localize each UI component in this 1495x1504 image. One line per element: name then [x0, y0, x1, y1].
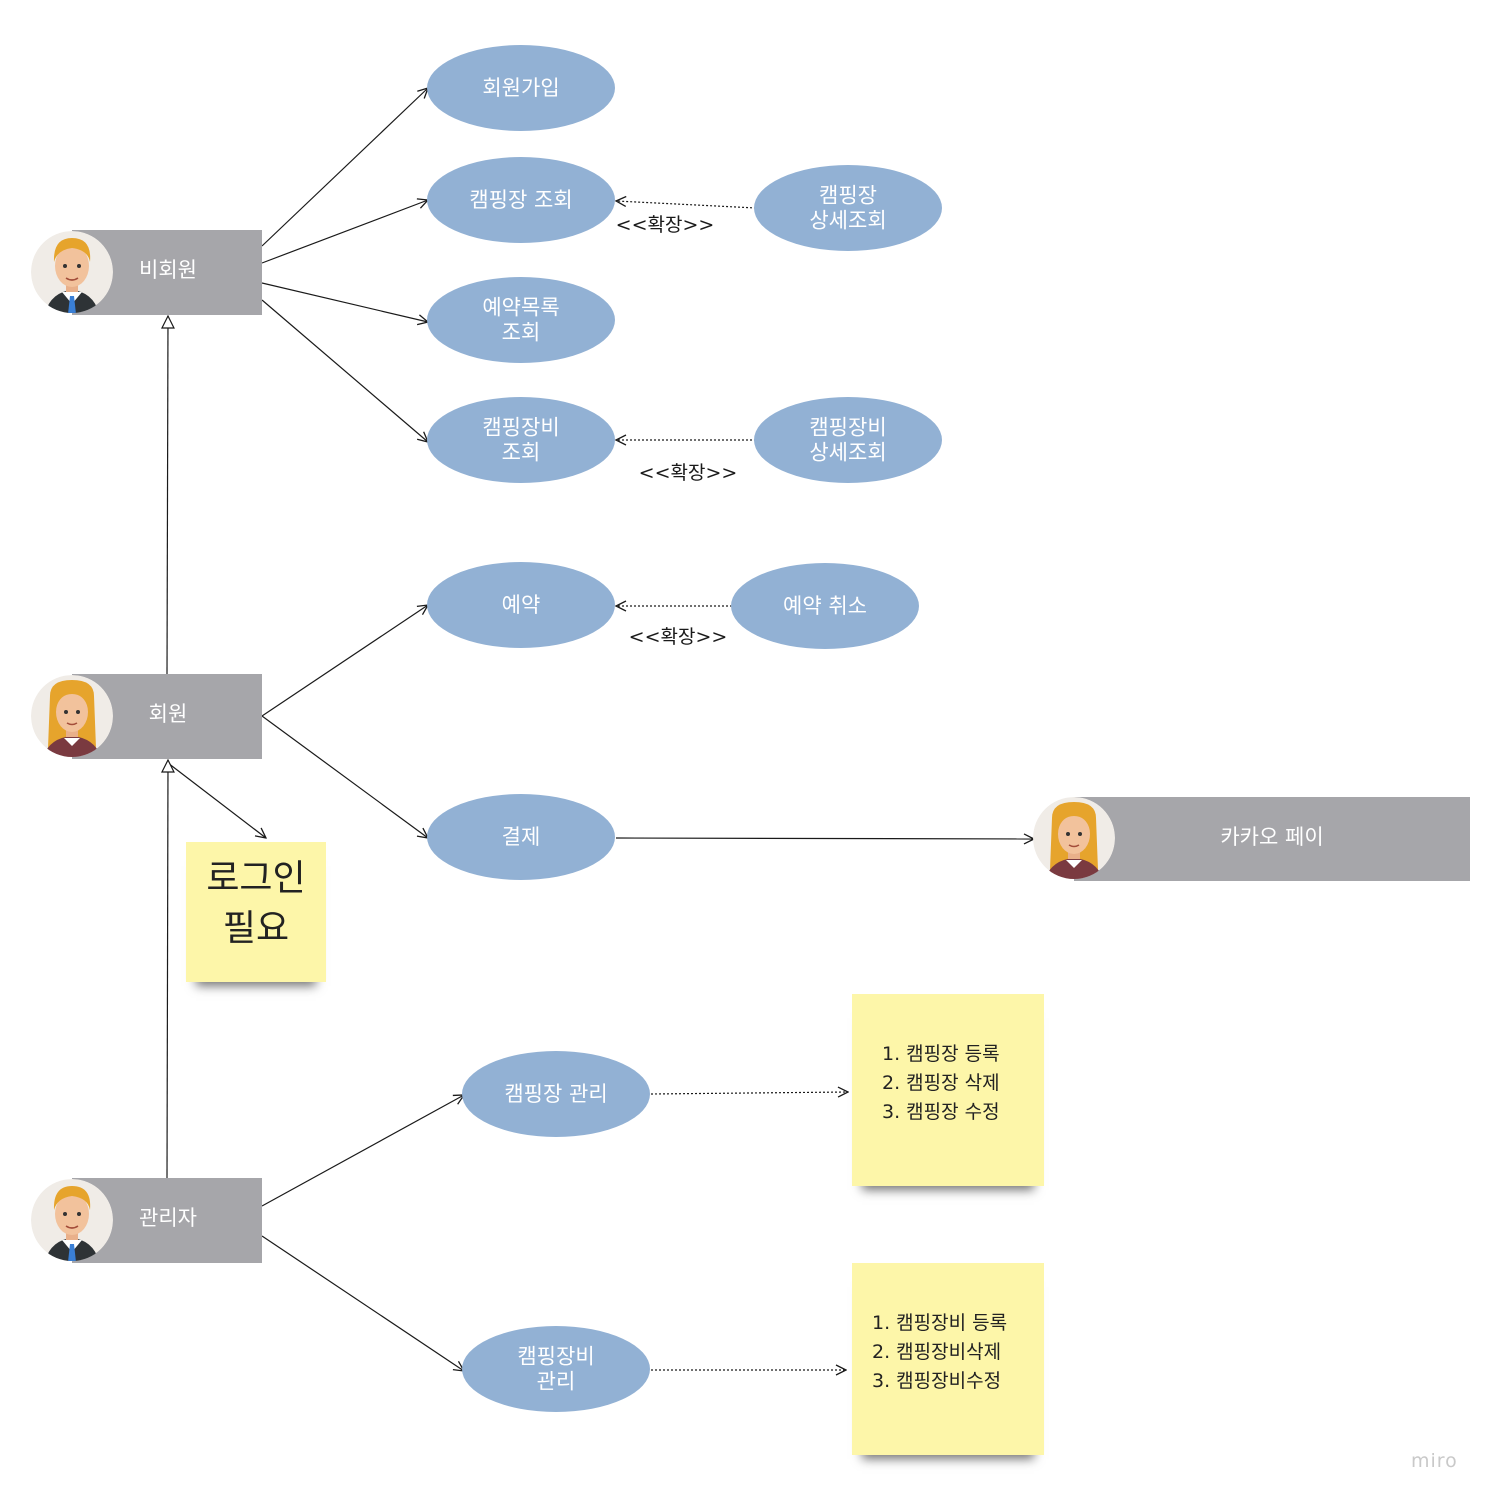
assoc-nonmember-camp-view: [261, 200, 428, 264]
use-case-label-line: 조회: [502, 441, 541, 465]
assoc-admin-equip-manage: [261, 1235, 464, 1371]
actor-admin[interactable]: 관리자: [31, 1178, 262, 1266]
note-line: 1. 캠핑장 등록: [882, 1043, 1000, 1065]
dependency-camp-manage-note: [650, 1092, 848, 1094]
use-case-label-line: 상세조회: [809, 209, 886, 233]
association-lines: [167, 88, 1034, 1371]
note-line: 3. 캠핑장 수정: [882, 1101, 1000, 1123]
use-case-label-line: 예약: [502, 593, 541, 617]
use-case-label-line: 캠핑장 조회: [469, 188, 572, 212]
use-case-reserve[interactable]: 예약: [427, 562, 615, 648]
note-line: 2. 캠핑장비삭제: [872, 1341, 1002, 1363]
note-equip-manage-items: 1. 캠핑장비 등록 2. 캠핑장비삭제 3. 캠핑장비수정: [852, 1263, 1044, 1455]
use-case-label-line: 관리: [537, 1370, 576, 1394]
use-case-label-line: 캠핑장: [819, 184, 877, 208]
actor-label: 회원: [149, 702, 188, 726]
generalization-lines: [167, 316, 168, 1180]
extend-label: <<확장>>: [629, 626, 728, 648]
use-case-label-line: 회원가입: [482, 76, 559, 100]
use-case-label: 결제: [502, 825, 541, 849]
use-case-label-line: 조회: [502, 321, 541, 345]
actor-kakao-pay[interactable]: 카카오 페이: [1033, 797, 1470, 882]
assoc-member-login-note: [167, 762, 266, 838]
use-case-signup[interactable]: 회원가입: [427, 45, 615, 131]
note-line: 2. 캠핑장 삭제: [882, 1072, 1000, 1094]
use-case-label-line: 예약목록: [482, 296, 559, 320]
use-case-camp-view[interactable]: 캠핑장 조회: [427, 157, 615, 243]
female-avatar-icon: [31, 675, 113, 757]
note-line: 1. 캠핑장비 등록: [872, 1312, 1008, 1334]
use-case-camp-manage[interactable]: 캠핑장 관리: [462, 1051, 650, 1137]
generalization-member-nonmember: [167, 316, 168, 677]
extend-camp-detail: [616, 201, 757, 209]
use-case-reserve-cancel[interactable]: 예약 취소: [731, 563, 919, 649]
actor-label: 비회원: [139, 258, 197, 282]
assoc-nonmember-signup: [261, 88, 428, 247]
actor-label: 관리자: [139, 1206, 197, 1230]
use-case-label: 회원가입: [482, 76, 559, 100]
use-case-label: 예약: [502, 593, 541, 617]
assoc-member-reserve: [261, 605, 428, 717]
use-case-label-line: 상세조회: [809, 441, 886, 465]
actor-label: 카카오 페이: [1220, 825, 1323, 849]
use-case-label-line: 결제: [502, 825, 541, 849]
miro-watermark: miro: [1411, 1450, 1458, 1472]
use-case-label-line: 캠핑장 관리: [504, 1082, 607, 1106]
actor-non-member[interactable]: 비회원: [31, 230, 262, 318]
male-avatar-icon: [31, 231, 113, 313]
male-avatar-icon: [31, 1179, 113, 1261]
extend-label: <<확장>>: [616, 214, 715, 236]
use-case-label: 캠핑장 관리: [504, 1082, 607, 1106]
assoc-payment-kakaopay: [615, 838, 1034, 839]
use-case-label-line: 캠핑장비: [482, 416, 559, 440]
note-line: 필요: [222, 908, 290, 949]
assoc-member-payment: [261, 715, 428, 838]
use-case-label-line: 캠핑장비: [517, 1345, 594, 1369]
use-case-label: 예약 취소: [783, 594, 867, 618]
note-camp-manage-items: 1. 캠핑장 등록 2. 캠핑장 삭제 3. 캠핑장 수정: [852, 994, 1044, 1186]
extend-lines: [616, 201, 848, 1370]
female-avatar-icon: [1033, 797, 1115, 879]
use-case-label: 캠핑장 조회: [469, 188, 572, 212]
note-line: 3. 캠핑장비수정: [872, 1370, 1002, 1392]
generalization-admin-member: [167, 760, 168, 1180]
use-case-label-line: 캠핑장비: [809, 416, 886, 440]
assoc-nonmember-equip-view: [261, 299, 428, 442]
use-case-payment[interactable]: 결제: [427, 794, 615, 880]
assoc-nonmember-reservation-list: [261, 282, 428, 322]
use-case-label-line: 예약 취소: [783, 594, 867, 618]
assoc-admin-camp-manage: [261, 1095, 464, 1207]
actor-member[interactable]: 회원: [31, 674, 262, 760]
extend-label: <<확장>>: [639, 462, 738, 484]
note-line: 로그인: [206, 858, 306, 899]
